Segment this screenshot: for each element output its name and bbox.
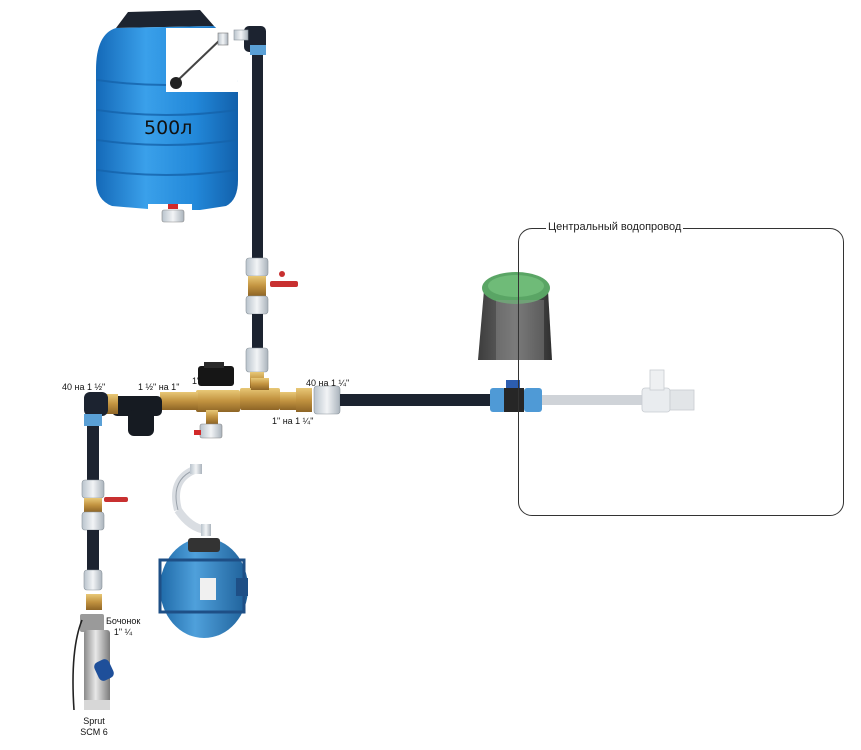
manifold	[180, 362, 312, 439]
float-arm	[175, 37, 223, 83]
pump-model-line2: SCM 6	[80, 727, 108, 737]
fitting-one-inch-label: 1"	[192, 376, 201, 386]
filter-adapter	[160, 392, 180, 410]
pump-cable	[72, 619, 83, 711]
riser-coupling-lower	[245, 347, 269, 373]
valve-box	[478, 272, 552, 360]
pump-nipple	[86, 594, 102, 610]
pump-nipple-label: Бочонок 1" ¼	[106, 616, 140, 638]
pump-riser-pipe	[87, 426, 99, 486]
tank-inlet-pipe	[233, 26, 298, 388]
nipple-left	[180, 392, 198, 410]
left-branch	[81, 392, 180, 610]
hydro-accumulator	[158, 538, 248, 638]
left-elbow-clamp	[84, 414, 102, 426]
pump-float-switch	[94, 659, 114, 681]
float-valve-body	[217, 32, 229, 46]
flexible-hose	[172, 464, 211, 536]
riser-valve-lever	[270, 281, 298, 287]
adapter-bottom-label: 1" на 1 ¼"	[272, 416, 314, 426]
drain-valve-handle	[168, 204, 178, 209]
faded-pipe	[542, 395, 642, 405]
blue-clamp	[490, 388, 506, 412]
brass-tee	[240, 388, 280, 410]
float-ball	[170, 77, 182, 89]
riser-coupling-top	[245, 257, 269, 277]
shutoff-valve-handle	[506, 380, 520, 388]
reducer-right	[296, 388, 312, 412]
filter-adapter-left	[106, 394, 118, 414]
pump-coupling	[83, 569, 103, 591]
pump-nipple-label-line1: Бочонок	[106, 616, 141, 626]
pump-model-line1: Sprut	[83, 716, 105, 726]
pump-head	[80, 614, 104, 632]
valve-box-body	[478, 290, 552, 360]
tank-volume-label: 500л	[144, 117, 193, 139]
shutoff-valve	[504, 388, 524, 412]
vertical-riser-pipe	[252, 55, 263, 265]
submersible-pump	[72, 614, 114, 711]
pump-riser-coupling	[81, 479, 105, 499]
riser-coupling-bottom	[245, 295, 269, 315]
right-coupling	[313, 385, 341, 415]
left-elbow	[84, 392, 108, 416]
brass-five-way-fitting	[196, 390, 240, 412]
adapter-middle-label: 1 ½" на 1"	[138, 382, 180, 392]
tank-elbow-clamp	[250, 45, 266, 55]
adapter-right-label: 40 на 1 ¼"	[306, 378, 350, 388]
central-water-supply-title: Центральный водопровод	[546, 221, 684, 233]
tank-lid	[116, 10, 214, 28]
pump-riser-valve	[84, 498, 102, 512]
pump-nipple-label-line2: 1" ¼	[113, 627, 133, 637]
pressure-switch	[198, 366, 234, 386]
drain-valve-body	[161, 209, 185, 223]
pump-model-label: Sprut SCM 6	[72, 716, 116, 738]
central-water-supply-frame	[518, 228, 844, 516]
main-horizontal-pipe	[313, 369, 695, 415]
nipple-right	[280, 392, 296, 410]
water-tank	[96, 10, 238, 226]
horizontal-pipe	[340, 394, 490, 406]
accumulator-label	[200, 578, 216, 600]
manifold-drain-valve	[199, 423, 223, 439]
riser-valve-brass	[248, 276, 266, 296]
pump-riser-valve-lever	[104, 497, 128, 502]
adapter-left-label: 40 на 1 ½"	[62, 382, 106, 392]
